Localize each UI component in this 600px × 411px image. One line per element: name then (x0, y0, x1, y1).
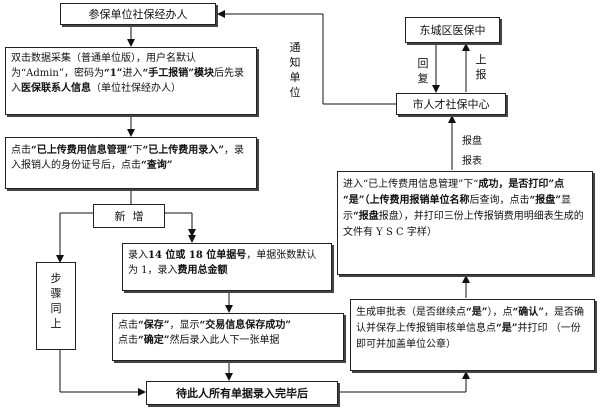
box3-text-2: 14 位或 18 位单据号 (148, 250, 247, 261)
box6-text-2: “是” (466, 307, 488, 318)
box6-text-5: ，是否确认并保存上传报销审核单信息点 (356, 307, 585, 334)
box5-text-7: 报盘），并打印三份上传报销费用明细表生成的文件有 Y S C 字样） (343, 211, 584, 238)
node-new: 新 增 (93, 204, 165, 228)
node-save: 点击“保存”，显示“交易信息保存成功” 点击“确定”然后录入此人下一张单据 (112, 313, 344, 361)
box4-text-6: “确定” (138, 335, 170, 346)
box4-text-1: 点击 (118, 320, 138, 331)
box1-text-5: 后先录入 (11, 68, 244, 94)
box5-text-2: 成功，是否打印”点 “是”（上传费用报销 (343, 179, 565, 206)
box1-text-7: （单位社保经办人） (91, 83, 181, 94)
box6-text-7: 并打印 （一份即可并加盖单位公章） (356, 323, 581, 350)
box6-text-3: ），点 (487, 307, 513, 318)
box4-text-7: 然后录入此人下一张单据 (169, 335, 280, 346)
box5-text-4: “报盘” (529, 195, 562, 206)
node-step-same: 步骤同上 (36, 262, 76, 350)
node-approval-form: 生成审批表（是否继续点“是”），点“确认”，是否确认并保存上传报销审核单信息点“… (350, 299, 595, 371)
box4-text-2: “保存” (138, 320, 170, 331)
box6-text-1: 生成审批表（是否继续点 (356, 307, 466, 318)
box2-text-4: “已上传费用录入” (142, 145, 225, 156)
node-new-label: 新 增 (114, 209, 144, 223)
box2-text-1: 点击 (11, 145, 31, 156)
node-enter-receipt: 录入14 位或 18 位单据号，单据张数默认为 1，录入费用总金额 (122, 243, 332, 291)
box1-text-1: 双击数据采集（普通单位版），用户名默认为“Admin”，密码为 (11, 53, 196, 79)
box4-text-5: 点击 (118, 335, 138, 346)
edge-label-reply: 回复 (417, 57, 429, 85)
node-talent-social-security-label: 市人才社保中心 (412, 97, 490, 111)
box1-text-6: 医保联系人信息 (21, 83, 91, 94)
box5-text-3: 后查询，点击 (469, 195, 530, 206)
edge-label-notify: 通知单位 (289, 41, 301, 99)
box2-text-6: “查询” (141, 160, 173, 171)
edge-label-report-disk: 报盘报表 (462, 136, 482, 167)
box6-text-4: “确认” (512, 307, 545, 318)
box5-text-1: 进入“已上传费用信息管理”下“ (343, 179, 479, 190)
node-report-disk: 进入“已上传费用信息管理”下“成功，是否打印”点 “是”（上传费用报销单位名称后… (337, 171, 593, 275)
node-dongcheng-medical-label: 东城区医保中 (419, 23, 486, 37)
box3-text-3: ，单据张数默认为 1，录入 (128, 250, 317, 276)
node-all-entered-label: 待此人所有单据录入完毕后 (176, 386, 308, 400)
node-data-collection: 双击数据采集（普通单位版），用户名默认为“Admin”，密码为“1”进入“手工报… (5, 47, 257, 115)
box2-text-2: “已上传费用信息管理” (31, 145, 133, 156)
edge-label-report-up: 上报 (475, 53, 487, 81)
box3-text-4: 费用总金额 (177, 265, 228, 276)
box5-text-8: 单位名称 (429, 195, 470, 206)
box2-text-5: ，录入报销人的身份证号后，点击 (11, 145, 245, 171)
node-unit-agent-label: 参保单位社保经办人 (88, 7, 188, 21)
node-dongcheng-medical: 东城区医保中 (405, 17, 500, 43)
box1-text-4: “手工报销”模块 (142, 68, 214, 79)
box1-text-2: “1” (103, 68, 123, 79)
node-step-same-label: 步骤同上 (50, 272, 62, 330)
node-talent-social-security: 市人才社保中心 (396, 93, 506, 115)
node-uploaded-fee-entry: 点击“已上传费用信息管理”下“已上传费用录入”，录入报销人的身份证号后，点击“查… (5, 137, 257, 189)
box5-text-5: 显示 (343, 195, 572, 222)
box2-text-3: 下 (132, 145, 143, 156)
box4-text-3: ，显示 (169, 320, 200, 331)
node-unit-agent: 参保单位社保经办人 (60, 3, 216, 25)
box6-text-6: “是” (496, 323, 518, 334)
box5-text-6: “报盘 (353, 211, 379, 222)
node-all-entered: 待此人所有单据录入完毕后 (146, 381, 338, 405)
box4-text-4: “交易信息保存成功” (199, 320, 292, 331)
box3-text-1: 录入 (128, 250, 148, 261)
box1-text-3: 进入 (122, 68, 143, 79)
